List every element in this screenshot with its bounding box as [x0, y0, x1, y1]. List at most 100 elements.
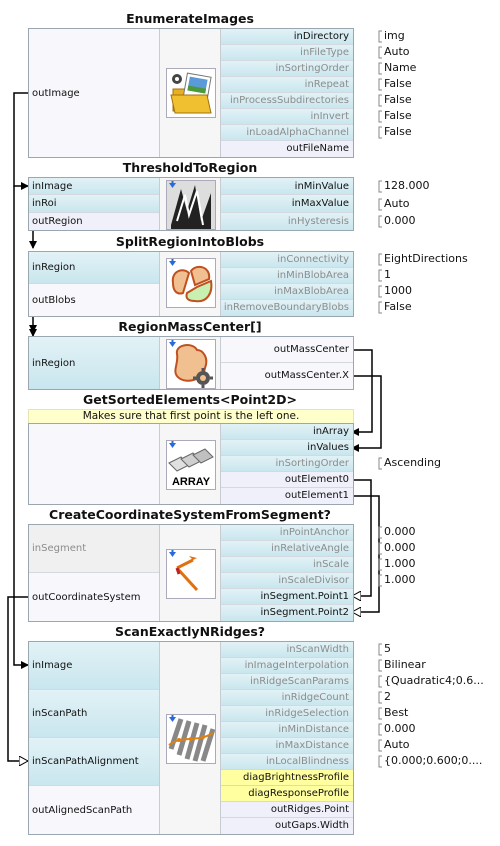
value-connectivity[interactable]: EightDirections	[384, 252, 468, 265]
port-in-max-distance[interactable]: inMaxDistance	[221, 738, 353, 754]
value-invert[interactable]: False	[384, 109, 412, 122]
port-in-min-value[interactable]: inMinValue	[221, 178, 353, 195]
port-in-scan-path-alignment[interactable]: inScanPathAlignment	[29, 738, 159, 786]
port-in-scan-path[interactable]: inScanPath	[29, 690, 159, 738]
port-in-invert[interactable]: inInvert	[221, 109, 353, 125]
value-bracket	[378, 574, 382, 587]
port-in-file-type[interactable]: inFileType	[221, 45, 353, 61]
port-in-array[interactable]: inArray	[221, 424, 353, 440]
coordinate-system-icon	[166, 549, 216, 599]
port-in-sorting-order[interactable]: inSortingOrder	[221, 61, 353, 77]
port-in-relative-angle[interactable]: inRelativeAngle	[221, 541, 353, 557]
block-region-mass-center[interactable]: inRegion outMassCenter outMassCenter.X	[28, 336, 354, 390]
port-in-region[interactable]: inRegion	[29, 252, 159, 284]
value-scan-width[interactable]: 5	[384, 642, 391, 655]
port-in-connectivity[interactable]: inConnectivity	[221, 252, 353, 268]
value-bracket	[378, 542, 382, 555]
port-out-element1[interactable]: outElement1	[221, 488, 353, 504]
port-in-sorting-order[interactable]: inSortingOrder	[221, 456, 353, 472]
value-bracket	[378, 691, 382, 704]
port-in-image[interactable]: inImage	[29, 642, 159, 690]
value-process-subdirectories[interactable]: False	[384, 93, 412, 106]
port-in-load-alpha-channel[interactable]: inLoadAlphaChannel	[221, 125, 353, 141]
port-out-gaps-width[interactable]: outGaps.Width	[221, 818, 353, 834]
port-out-ridges-point[interactable]: outRidges.Point	[221, 802, 353, 818]
port-in-point-anchor[interactable]: inPointAnchor	[221, 525, 353, 541]
port-in-process-subdirectories[interactable]: inProcessSubdirectories	[221, 93, 353, 109]
value-sorting-order[interactable]: Name	[384, 61, 417, 74]
port-in-min-distance[interactable]: inMinDistance	[221, 722, 353, 738]
value-sorting-order-ascending[interactable]: Ascending	[384, 456, 442, 469]
value-min-blob-area[interactable]: 1	[384, 268, 391, 281]
port-in-values[interactable]: inValues	[221, 440, 353, 456]
port-in-repeat[interactable]: inRepeat	[221, 77, 353, 93]
block-scan-exactly-n-ridges[interactable]: inImage inScanPath inScanPathAlignment o…	[28, 641, 354, 835]
block-split-region-into-blobs[interactable]: inRegion outBlobs inConnectivity inMinBl…	[28, 251, 354, 317]
port-out-blobs[interactable]: outBlobs	[29, 284, 159, 316]
port-out-mass-center[interactable]: outMassCenter	[221, 337, 353, 363]
port-in-region[interactable]: inRegion	[29, 337, 159, 389]
port-in-min-blob-area[interactable]: inMinBlobArea	[221, 268, 353, 284]
value-bracket	[378, 110, 382, 123]
value-file-type[interactable]: Auto	[384, 45, 410, 58]
value-scale-divisor[interactable]: 1.000	[384, 573, 416, 586]
value-bracket	[378, 215, 382, 228]
port-out-element0[interactable]: outElement0	[221, 472, 353, 488]
port-in-scale-divisor[interactable]: inScaleDivisor	[221, 573, 353, 589]
value-image-interpolation[interactable]: Bilinear	[384, 658, 426, 671]
port-in-local-blindness[interactable]: inLocalBlindness	[221, 754, 353, 770]
port-in-image[interactable]: inImage	[29, 178, 159, 195]
value-load-alpha-channel[interactable]: False	[384, 125, 412, 138]
value-bracket	[378, 739, 382, 752]
port-in-max-blob-area[interactable]: inMaxBlobArea	[221, 284, 353, 300]
port-in-max-value[interactable]: inMaxValue	[221, 195, 353, 213]
port-in-segment-point2[interactable]: inSegment.Point2	[221, 605, 353, 621]
port-in-segment-point1[interactable]: inSegment.Point1	[221, 589, 353, 605]
port-in-directory[interactable]: inDirectory	[221, 29, 353, 45]
port-in-scan-width[interactable]: inScanWidth	[221, 642, 353, 658]
port-diag-brightness-profile[interactable]: diagBrightnessProfile	[221, 770, 353, 786]
value-remove-boundary-blobs[interactable]: False	[384, 300, 412, 313]
value-max-distance[interactable]: Auto	[384, 738, 410, 751]
block-get-sorted-elements[interactable]: ARRAY inArray inValues inSortingOrder ou…	[28, 423, 354, 505]
block-enumerate-images[interactable]: outImage inDirectory inFileType inSortin…	[28, 28, 354, 158]
scan-ridges-icon	[166, 714, 216, 764]
port-out-region[interactable]: outRegion	[29, 213, 159, 230]
port-in-image-interpolation[interactable]: inImageInterpolation	[221, 658, 353, 674]
port-out-file-name[interactable]: outFileName	[221, 141, 353, 157]
value-hysteresis[interactable]: 0.000	[384, 214, 416, 227]
port-in-ridge-count[interactable]: inRidgeCount	[221, 690, 353, 706]
value-bracket	[378, 301, 382, 314]
port-in-segment[interactable]: inSegment	[29, 525, 159, 573]
port-out-mass-center-x[interactable]: outMassCenter.X	[221, 363, 353, 389]
port-in-ridge-selection[interactable]: inRidgeSelection	[221, 706, 353, 722]
value-scale[interactable]: 1.000	[384, 557, 416, 570]
block-create-coordinate-system[interactable]: inSegment outCoordinateSystem inPointAnc…	[28, 524, 354, 622]
port-out-coordinate-system[interactable]: outCoordinateSystem	[29, 573, 159, 621]
port-out-image[interactable]: outImage	[29, 29, 159, 157]
port-diag-response-profile[interactable]: diagResponseProfile	[221, 786, 353, 802]
value-ridge-selection[interactable]: Best	[384, 706, 409, 719]
value-local-blindness[interactable]: {0.000;0.600;0....	[384, 754, 483, 767]
value-min-value[interactable]: 128.000	[384, 179, 430, 192]
value-repeat[interactable]: False	[384, 77, 412, 90]
value-max-blob-area[interactable]: 1000	[384, 284, 412, 297]
value-bracket	[378, 659, 382, 672]
block-threshold-to-region[interactable]: inImage inRoi outRegion inMinValue inMax…	[28, 177, 354, 231]
port-in-ridge-scan-params[interactable]: inRidgeScanParams	[221, 674, 353, 690]
port-in-hysteresis[interactable]: inHysteresis	[221, 213, 353, 230]
value-point-anchor[interactable]: 0.000	[384, 525, 416, 538]
value-bracket	[378, 180, 382, 193]
port-in-scale[interactable]: inScale	[221, 557, 353, 573]
value-bracket	[378, 78, 382, 91]
value-relative-angle[interactable]: 0.000	[384, 541, 416, 554]
port-in-remove-boundary-blobs[interactable]: inRemoveBoundaryBlobs	[221, 300, 353, 316]
value-directory[interactable]: img	[384, 29, 405, 42]
value-max-value[interactable]: Auto	[384, 197, 410, 210]
port-out-aligned-scan-path[interactable]: outAlignedScanPath	[29, 786, 159, 834]
value-ridge-count[interactable]: 2	[384, 690, 391, 703]
value-ridge-scan-params[interactable]: {Quadratic4;0.6...	[384, 674, 484, 687]
value-min-distance[interactable]: 0.000	[384, 722, 416, 735]
port-in-roi[interactable]: inRoi	[29, 195, 159, 213]
blobs-icon	[166, 258, 216, 308]
